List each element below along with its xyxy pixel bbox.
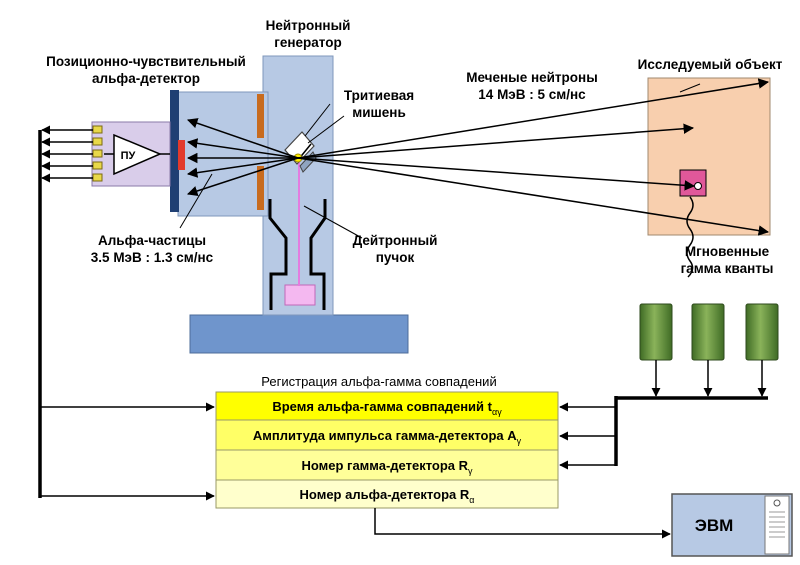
alpha-pointer — [179, 173, 213, 229]
investigated-object — [647, 77, 771, 236]
deuteron-pointer — [303, 205, 363, 239]
detector-label-2: альфа-детектор — [92, 71, 200, 86]
computer-link — [374, 508, 671, 539]
neutrons-label-1: Меченые нейтроны — [466, 70, 597, 85]
alpha-label-1: Альфа-частицы — [98, 233, 206, 248]
detector-label-1: Позиционно-чувствительный — [46, 54, 246, 69]
acceleration-electrodes — [268, 199, 327, 310]
register-title: Регистрация альфа-гамма совпадений — [261, 374, 496, 389]
alpha-label-2: 3.5 МэВ : 1.3 см/нс — [91, 250, 214, 265]
neutron-rays — [297, 78, 770, 236]
register-row-4 — [215, 479, 559, 509]
computer-power-icon — [773, 499, 781, 507]
computer-label: ЭВМ — [695, 516, 734, 535]
preamp-triangle — [104, 133, 170, 176]
generator-chamber — [177, 91, 269, 217]
register-row-3-label: Номер гамма-детектора Rγ — [301, 458, 473, 476]
register-input-arrows — [559, 402, 616, 470]
target-pointer-2 — [304, 103, 331, 137]
deuteron-label-1: Дейтронный — [353, 233, 438, 248]
computer-vents — [769, 511, 785, 538]
alpha-detector-plate — [170, 90, 179, 212]
gamma-label-2: гамма кванты — [681, 261, 774, 276]
alpha-rays — [186, 118, 299, 197]
deuteron-label-2: пучок — [376, 250, 415, 265]
register-row-1-label: Время альфа-гамма совпадений tαγ — [272, 399, 502, 417]
register-row-1 — [215, 391, 559, 421]
generator-base — [189, 314, 409, 354]
gamma-label-1: Мгновенные — [685, 244, 770, 259]
flange-bottom — [257, 166, 264, 210]
register-row-2-label: Амплитуда импульса гамма-детектора Aγ — [253, 428, 522, 446]
register-row-4-label: Номер альфа-детектора Rα — [300, 487, 475, 505]
preamp-label: ПУ — [121, 150, 136, 162]
alpha-detector-sensor — [178, 140, 185, 170]
computer-side-panel — [764, 495, 790, 555]
target-pointer — [307, 115, 345, 144]
generator-label-2: генератор — [274, 35, 341, 50]
flange-top — [257, 94, 264, 138]
register-row-2 — [215, 419, 559, 451]
alpha-input-arrows — [40, 402, 215, 501]
target-label-2: мишень — [352, 105, 406, 120]
ion-source — [284, 284, 316, 306]
voxel-point — [694, 182, 702, 190]
object-label: Исследуемый объект — [638, 57, 783, 72]
gamma-detector-3 — [745, 303, 779, 361]
neutron-pointer — [679, 83, 701, 93]
detector-output-arrows — [41, 125, 93, 183]
neutrons-label-2: 14 МэВ : 5 см/нс — [478, 87, 586, 102]
gamma-wave — [686, 196, 694, 278]
generator-label-1: Нейтронный — [266, 18, 351, 33]
object-voxel — [679, 169, 707, 197]
gamma-detector-1 — [639, 303, 673, 361]
target-label-1: Тритиевая — [344, 88, 414, 103]
register-row-3 — [215, 449, 559, 481]
gamma-detectors — [639, 303, 779, 361]
gamma-detector-outputs — [651, 360, 767, 397]
gamma-detector-2 — [691, 303, 725, 361]
